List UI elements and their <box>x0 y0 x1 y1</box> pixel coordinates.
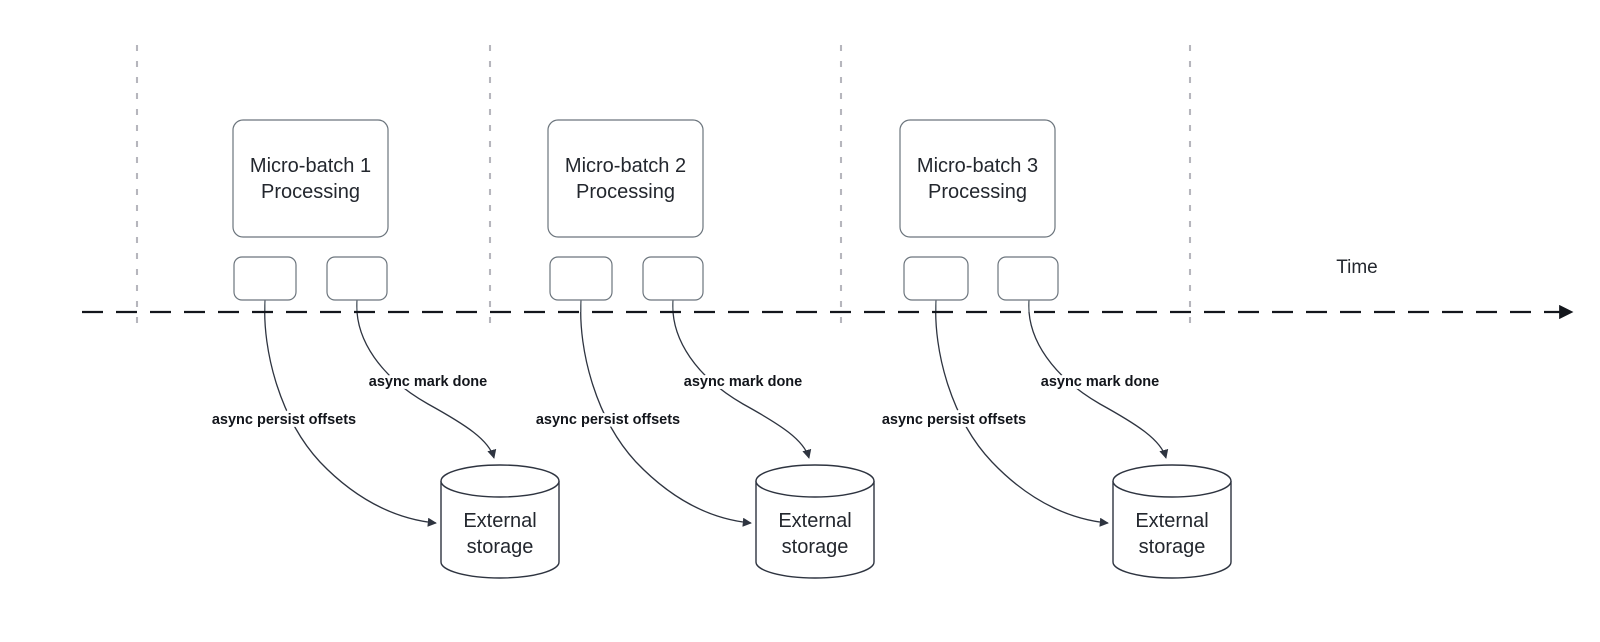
async-persist-offsets-edge-3-label: async persist offsets <box>882 412 1026 428</box>
task-box-2b[interactable] <box>642 256 704 301</box>
async-persist-offsets-edge-1 <box>264 299 437 527</box>
micro-batch-box-2-label-line2: Processing <box>576 181 675 203</box>
task-box-1a[interactable] <box>233 256 297 301</box>
task-box-1b[interactable] <box>326 256 388 301</box>
task-box-3b[interactable] <box>997 256 1059 301</box>
async-persist-offsets-edge-2-label-halo: async persist offsets <box>536 412 680 428</box>
micro-batch-box-3[interactable] <box>899 119 1056 238</box>
task-box-3a[interactable] <box>903 256 969 301</box>
micro-batch-box-3-label-line2: Processing <box>928 181 1027 203</box>
external-storage-cylinder-top-2 <box>755 464 875 498</box>
external-storage-cylinder-body-2[interactable] <box>755 481 875 579</box>
async-mark-done-edge-3 <box>1028 299 1169 459</box>
external-storage-label-line2-1: storage <box>467 536 534 558</box>
time-axis-label: Time <box>1336 257 1378 278</box>
external-storage-cylinder-body-1[interactable] <box>440 481 560 579</box>
external-storage-label-line1-2: External <box>778 510 851 532</box>
micro-batch-box-2[interactable] <box>547 119 704 238</box>
micro-batch-box-1-label-line1: Micro-batch 1 <box>250 155 371 177</box>
external-storage-cylinder-body-3[interactable] <box>1112 481 1232 579</box>
async-mark-done-edge-2-label: async mark done <box>684 374 802 390</box>
micro-batch-box-3-label-line1: Micro-batch 3 <box>917 155 1038 177</box>
async-mark-done-edge-3-label: async mark done <box>1041 374 1159 390</box>
diagram-shapes <box>232 119 1232 579</box>
task-box-2a[interactable] <box>549 256 613 301</box>
task-stems <box>264 300 1030 312</box>
micro-batch-box-1[interactable] <box>232 119 389 238</box>
timeline-ticks <box>135 45 1192 333</box>
micro-batch-box-1-label-line2: Processing <box>261 181 360 203</box>
async-mark-done-edge-1 <box>356 299 497 459</box>
external-storage-label-line2-3: storage <box>1139 536 1206 558</box>
async-mark-done-edge-2-label-halo: async mark done <box>684 374 802 390</box>
async-persist-offsets-edge-3 <box>935 299 1109 527</box>
async-mark-done-edge-1-label: async mark done <box>369 374 487 390</box>
async-persist-offsets-edge-1-label-halo: async persist offsets <box>212 412 356 428</box>
external-storage-cylinder-top-3 <box>1112 464 1232 498</box>
external-storage-label-line1-3: External <box>1135 510 1208 532</box>
external-storage-cylinder-top-1 <box>440 464 560 498</box>
external-storage-label-line1-1: External <box>463 510 536 532</box>
flow-edges <box>264 299 1169 527</box>
external-storage-label-line2-2: storage <box>782 536 849 558</box>
async-persist-offsets-edge-2-label: async persist offsets <box>536 412 680 428</box>
async-mark-done-edge-3-label-halo: async mark done <box>1041 374 1159 390</box>
async-persist-offsets-edge-3-label-halo: async persist offsets <box>882 412 1026 428</box>
async-persist-offsets-edge-1-label: async persist offsets <box>212 412 356 428</box>
async-mark-done-edge-1-label-halo: async mark done <box>369 374 487 390</box>
async-mark-done-edge-2 <box>672 299 812 459</box>
micro-batch-box-2-label-line1: Micro-batch 2 <box>565 155 686 177</box>
async-persist-offsets-edge-2 <box>580 299 752 527</box>
